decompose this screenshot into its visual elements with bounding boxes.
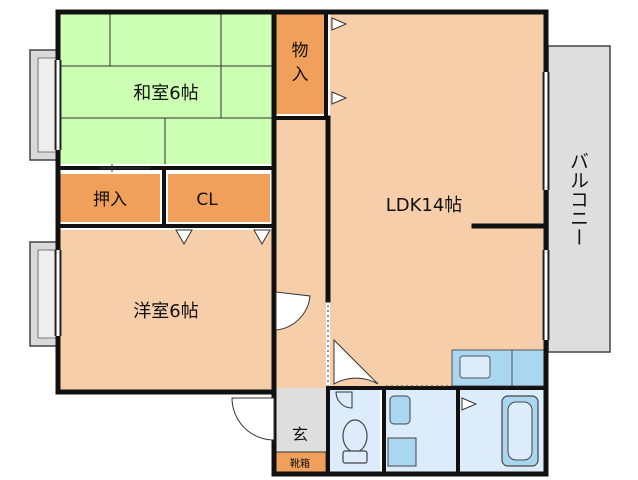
monoire-label-2: 入	[292, 65, 309, 85]
genkan-label: 玄	[292, 425, 308, 444]
hallway	[276, 120, 326, 388]
toilet-icon	[342, 419, 368, 464]
ldk-label: LDK14帖	[386, 195, 463, 216]
monoire-label: 物	[292, 41, 309, 61]
youshitsu-label: 洋室6帖	[133, 301, 198, 322]
closet-label: CL	[196, 190, 218, 210]
washitsu-label: 和室6帖	[133, 83, 198, 104]
shoebox-label: 靴箱	[290, 457, 310, 470]
oshiire	[60, 174, 160, 222]
dashed-boundaries	[327, 300, 544, 388]
washing-machine-icon	[387, 437, 417, 467]
doors	[175, 17, 478, 441]
washbasin-icon	[389, 395, 411, 425]
balcony-label: バルコニー	[567, 152, 589, 247]
walls	[55, 9, 549, 477]
closet	[168, 174, 270, 222]
washitsu-room	[60, 14, 272, 164]
oshiire-label: 押入	[93, 190, 127, 210]
monoire	[276, 14, 324, 114]
windows	[56, 60, 548, 340]
ldk-room	[330, 14, 544, 386]
balcony-area	[547, 45, 611, 353]
tatami-lines	[60, 14, 272, 164]
youshitsu-room	[60, 230, 272, 390]
kitchen-sink	[459, 355, 491, 379]
